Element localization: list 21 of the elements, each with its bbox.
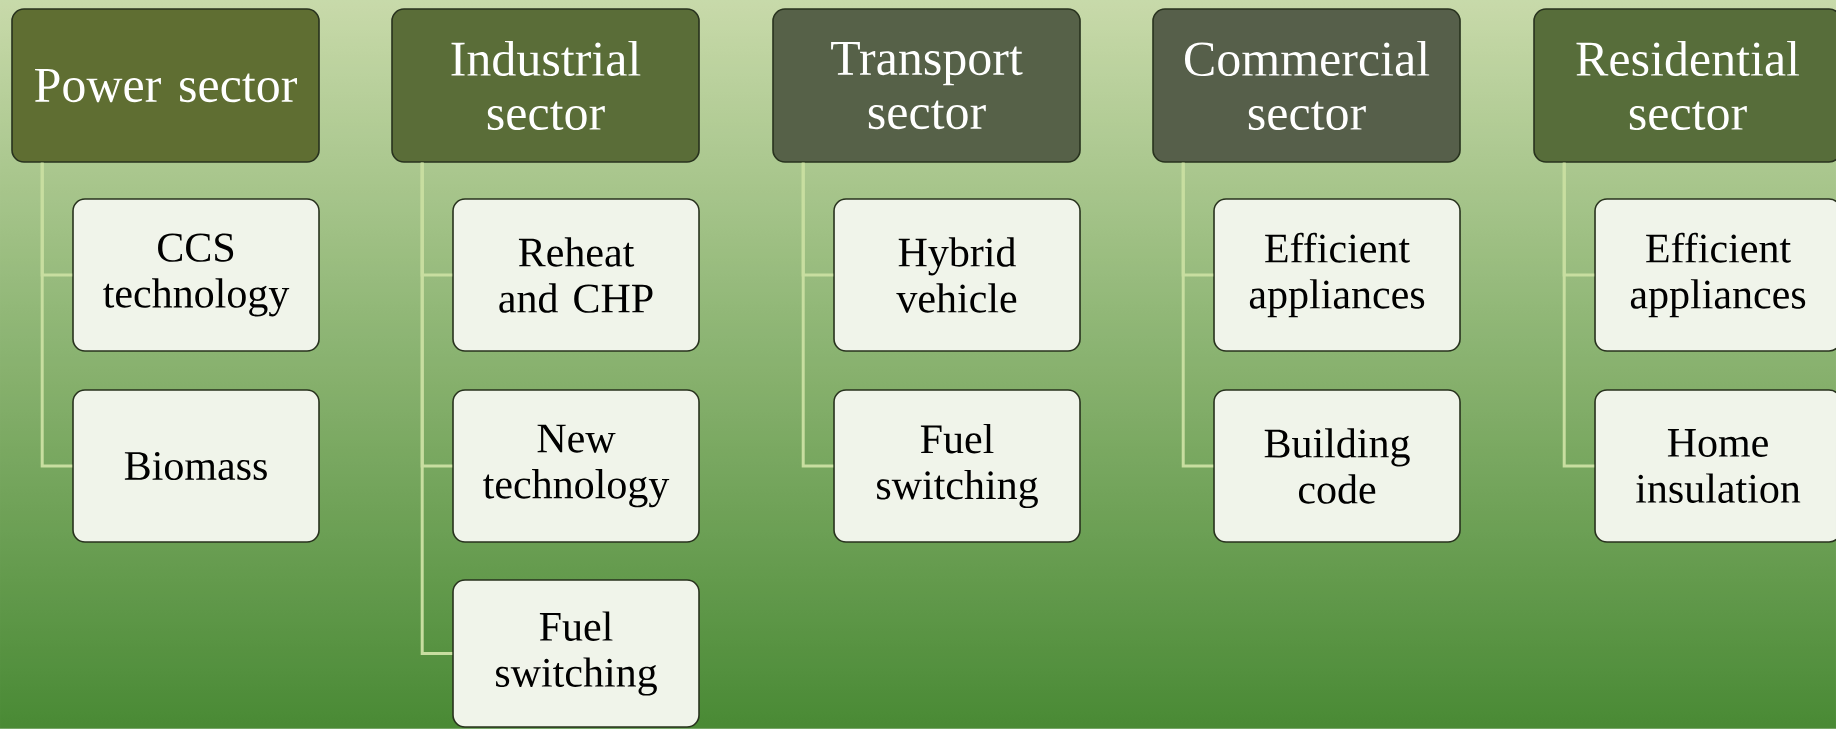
measure-box: Fuel switching bbox=[833, 389, 1081, 543]
measure-box: Building code bbox=[1213, 389, 1461, 543]
connector-line bbox=[40, 162, 73, 468]
measure-box: Efficient appliances bbox=[1213, 198, 1461, 352]
measure-box: CCS technology bbox=[72, 198, 320, 352]
measure-box: New technology bbox=[452, 389, 700, 543]
measure-box: Home insulation bbox=[1594, 389, 1836, 543]
measure-box: Efficient appliances bbox=[1594, 198, 1836, 352]
connector-line bbox=[420, 162, 453, 655]
sector-box: Commercial sector bbox=[1152, 8, 1461, 163]
sector-box: Power sector bbox=[11, 8, 320, 163]
connector-line bbox=[801, 162, 834, 468]
sector-box: Transport sector bbox=[772, 8, 1081, 163]
connector-line bbox=[1181, 162, 1214, 468]
connector-line bbox=[1562, 162, 1595, 468]
measure-box: Reheat and CHP bbox=[452, 198, 700, 352]
measure-box: Biomass bbox=[72, 389, 320, 543]
measure-box: Fuel switching bbox=[452, 579, 700, 728]
sector-box: Residential sector bbox=[1533, 8, 1836, 163]
measure-box: Hybrid vehicle bbox=[833, 198, 1081, 352]
sector-box: Industrial sector bbox=[391, 8, 700, 163]
